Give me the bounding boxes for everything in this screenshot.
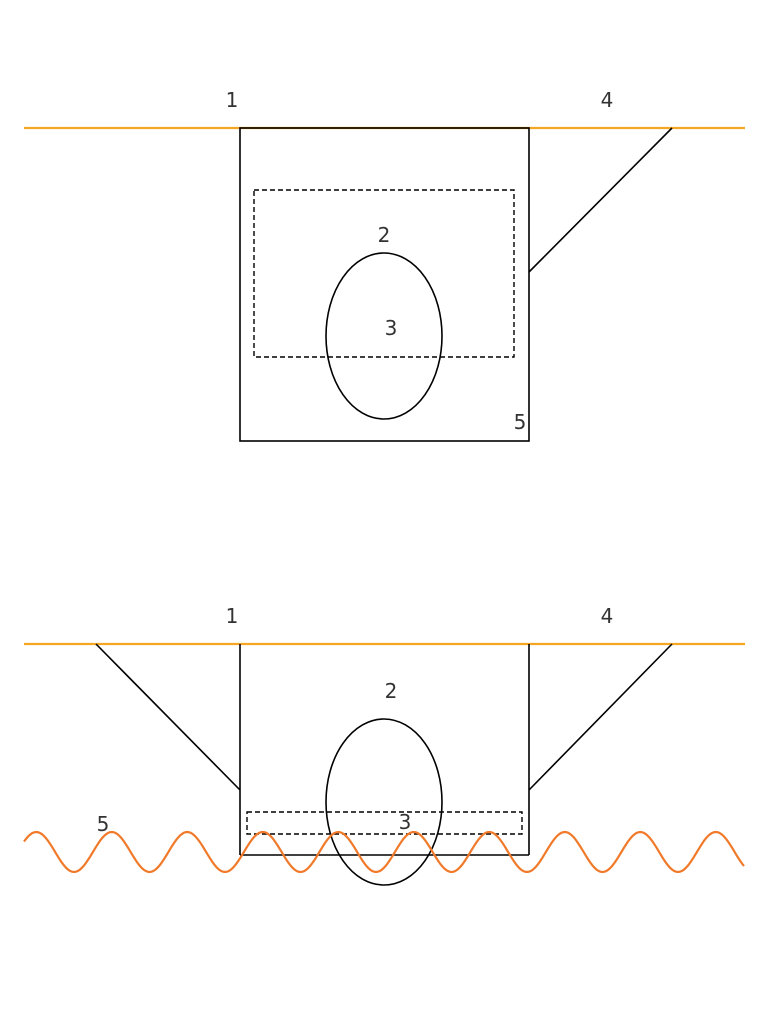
bottom-ellipse <box>325 718 443 886</box>
bottom-dashed-box <box>246 811 523 835</box>
top-label-4: 4 <box>601 88 614 112</box>
bottom-label-1: 1 <box>226 604 239 628</box>
top-diagram: 1 4 2 3 5 <box>24 88 745 442</box>
bottom-diagram: 1 4 2 3 5 <box>23 604 745 886</box>
top-dashed-box <box>253 189 515 358</box>
bottom-label-2: 2 <box>385 679 398 703</box>
bottom-label-3: 3 <box>399 810 412 834</box>
top-label-3: 3 <box>385 316 398 340</box>
top-ellipse <box>325 252 443 420</box>
bottom-right-slope <box>528 643 673 791</box>
top-label-2: 2 <box>378 223 391 247</box>
top-right-slope <box>528 127 673 273</box>
bottom-label-5: 5 <box>97 812 110 836</box>
bottom-label-4: 4 <box>601 604 614 628</box>
bottom-wave <box>23 830 745 874</box>
top-pit-outline <box>239 127 530 442</box>
top-label-1: 1 <box>226 88 239 112</box>
top-label-5: 5 <box>514 410 527 434</box>
bottom-left-slope <box>95 643 241 791</box>
